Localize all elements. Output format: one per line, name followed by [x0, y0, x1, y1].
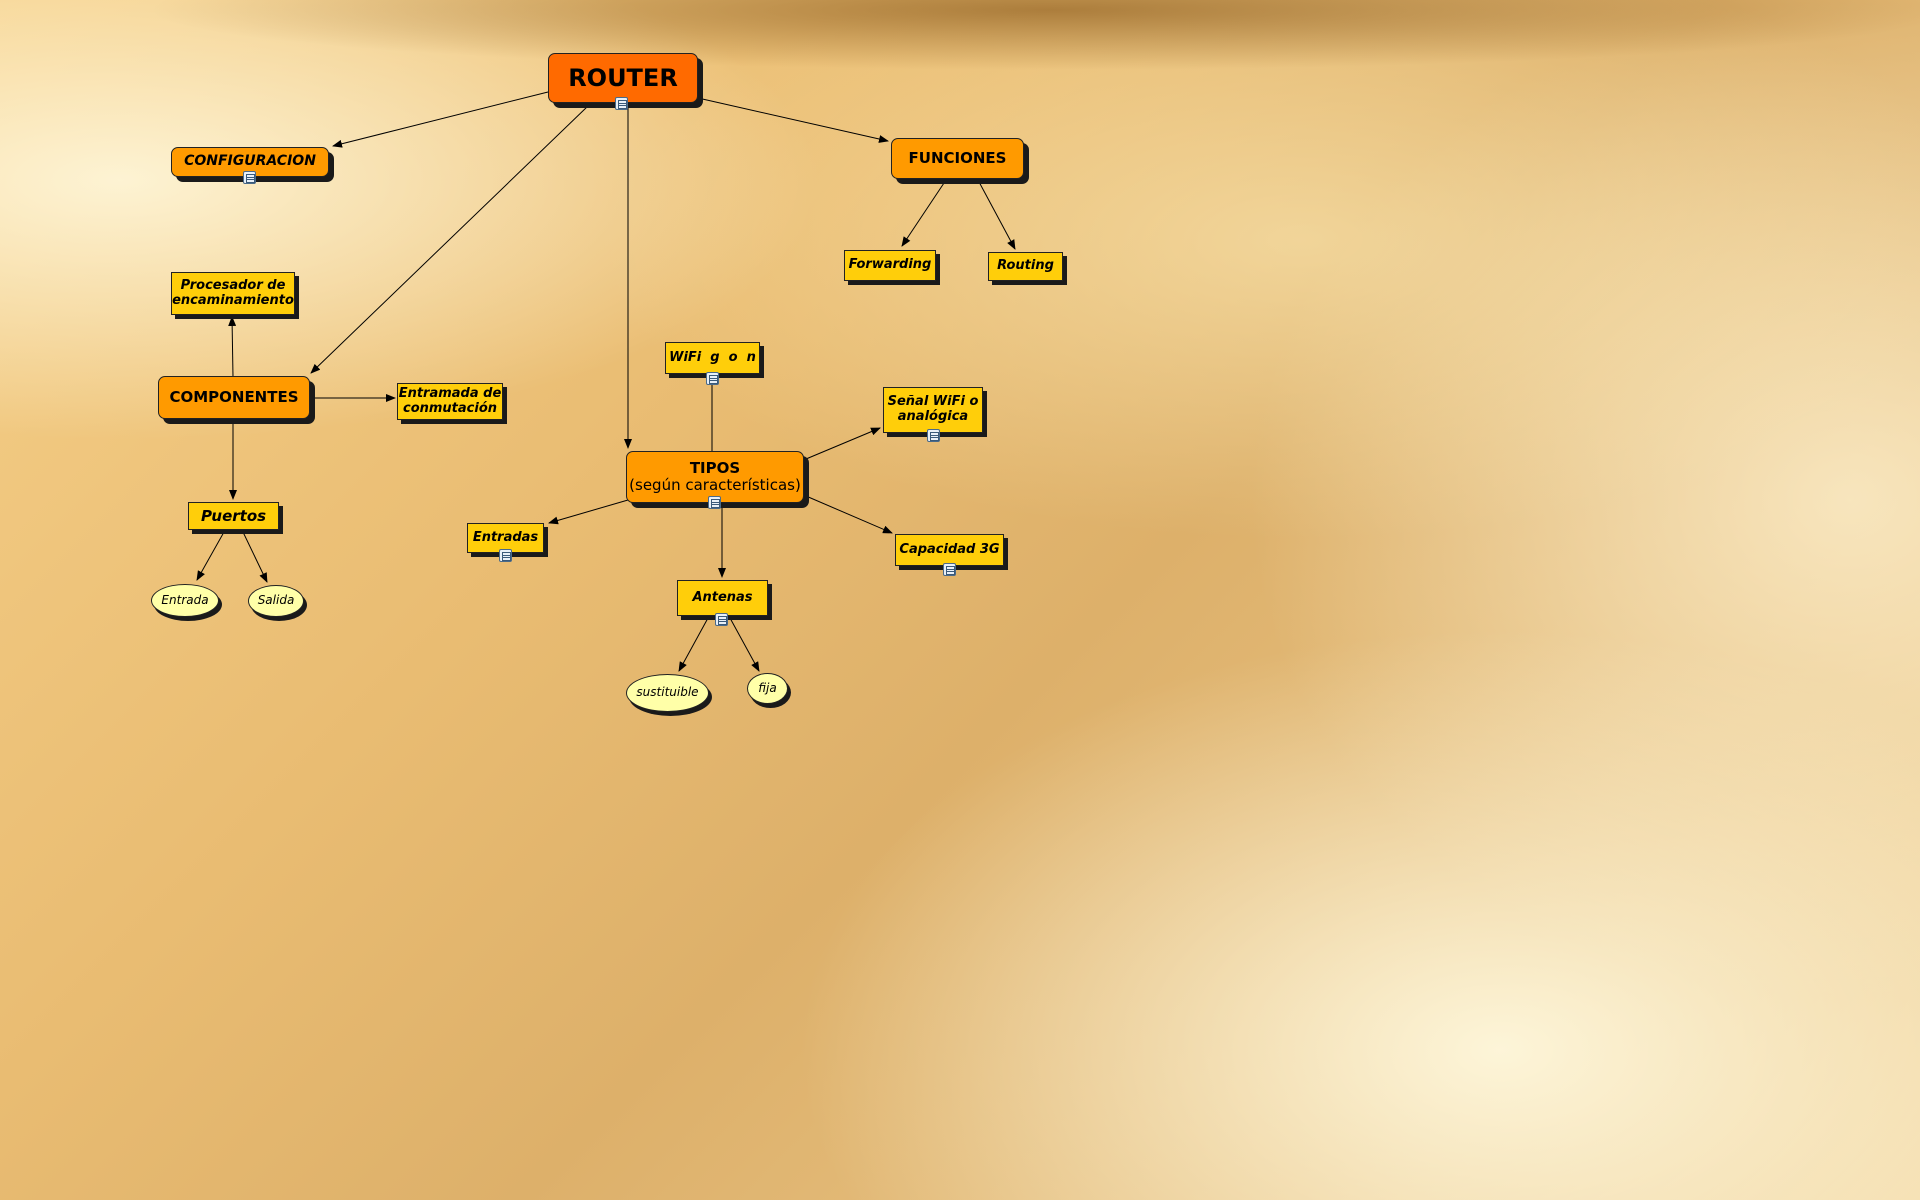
- node-puertos[interactable]: Puertos: [188, 502, 279, 530]
- node-procesador-label: Procesador de encaminamiento: [172, 277, 294, 308]
- node-fija[interactable]: fija: [747, 673, 788, 704]
- edge-tipos-senal: [805, 427, 881, 460]
- node-entrada-label: Entrada: [161, 592, 209, 607]
- edge-router-funciones: [697, 97, 889, 143]
- edge-puertos-entrada: [196, 531, 225, 581]
- node-capacidad[interactable]: Capacidad 3G: [895, 534, 1004, 566]
- edge-router-componentes: [310, 105, 589, 374]
- node-salida-label: Salida: [257, 593, 295, 608]
- edge-tipos-entradas: [548, 499, 629, 525]
- node-componentes-label: COMPONENTES: [169, 388, 299, 407]
- node-antenas[interactable]: Antenas: [677, 580, 768, 616]
- node-entrada[interactable]: Entrada: [151, 584, 219, 617]
- node-router[interactable]: ROUTER: [548, 53, 698, 103]
- node-sustituible[interactable]: sustituible: [626, 674, 709, 712]
- node-tipos-title: TIPOS: [689, 459, 741, 478]
- node-entradas-label: Entradas: [472, 529, 539, 545]
- node-senal[interactable]: Señal WiFi o analógica: [883, 387, 983, 433]
- node-entramada-label: Entramada de conmutación: [398, 385, 502, 416]
- node-entradas[interactable]: Entradas: [467, 523, 544, 553]
- document-icon[interactable]: [243, 171, 256, 184]
- edge-componentes-procesador: [228, 316, 237, 378]
- node-forwarding[interactable]: Forwarding: [844, 250, 936, 281]
- node-procesador[interactable]: Procesador de encaminamiento: [171, 272, 295, 315]
- node-senal-label: Señal WiFi o analógica: [887, 394, 979, 424]
- node-routing-label: Routing: [997, 258, 1054, 274]
- edge-puertos-salida: [242, 531, 268, 583]
- edge-antenas-sustituible: [678, 617, 709, 672]
- node-funciones-label: FUNCIONES: [908, 149, 1007, 168]
- document-icon[interactable]: [715, 613, 728, 626]
- edge-antenas-fija: [729, 617, 760, 672]
- node-componentes[interactable]: COMPONENTES: [158, 376, 310, 419]
- node-wifi-gon[interactable]: WiFi g o n: [665, 342, 760, 374]
- node-tipos-subtitle: (según características): [629, 476, 801, 494]
- node-capacidad-label: Capacidad 3G: [899, 541, 1000, 557]
- node-funciones[interactable]: FUNCIONES: [891, 138, 1024, 179]
- document-icon[interactable]: [943, 563, 956, 576]
- node-antenas-label: Antenas: [692, 589, 753, 605]
- edge-funciones-routing: [977, 179, 1016, 250]
- document-icon[interactable]: [708, 496, 721, 509]
- node-tipos[interactable]: TIPOS (según características): [626, 451, 804, 503]
- node-salida[interactable]: Salida: [248, 585, 304, 617]
- node-forwarding-label: Forwarding: [848, 257, 932, 273]
- edge-funciones-forwarding: [901, 179, 947, 247]
- node-configuracion-label: CONFIGURACION: [184, 153, 316, 170]
- edge-router-configuracion: [332, 91, 549, 148]
- document-icon[interactable]: [499, 549, 512, 562]
- node-entramada[interactable]: Entramada de conmutación: [397, 383, 503, 420]
- document-icon[interactable]: [706, 372, 719, 385]
- document-icon[interactable]: [615, 97, 628, 110]
- document-icon[interactable]: [927, 429, 940, 442]
- node-fija-label: fija: [758, 680, 777, 695]
- edge-tipos-capacidad: [805, 495, 893, 534]
- node-router-label: ROUTER: [568, 63, 678, 92]
- node-sustituible-label: sustituible: [636, 685, 699, 700]
- node-routing[interactable]: Routing: [988, 252, 1063, 281]
- node-puertos-label: Puertos: [200, 506, 267, 525]
- node-wifi-gon-label: WiFi g o n: [669, 349, 756, 365]
